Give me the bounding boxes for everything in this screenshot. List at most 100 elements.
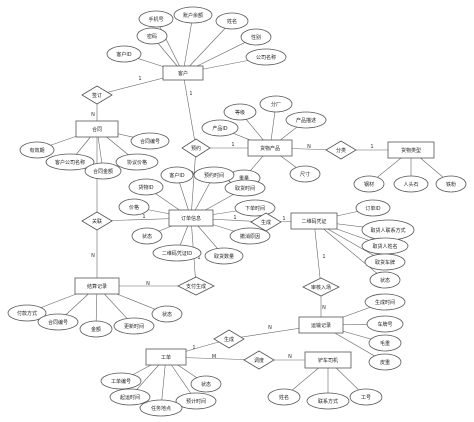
- attribute-ellipse: [173, 6, 213, 24]
- entity-contract: 合同: [75, 120, 119, 138]
- attribute-ellipse: [190, 375, 222, 393]
- attribute-label: 性别: [251, 34, 261, 41]
- entity-label: 工单: [161, 354, 171, 361]
- entity-label: 订单信息: [181, 215, 201, 222]
- attribute-a-price: 价格: [118, 198, 150, 216]
- attribute-a-size: 尺寸: [289, 165, 321, 183]
- attribute-label: 账户余额: [183, 12, 203, 19]
- attribute-ellipse: [364, 253, 406, 271]
- entity-settlement: 结算记录: [74, 277, 120, 295]
- attribute-label: 状态: [142, 233, 152, 240]
- attribute-a-o-custid: 客户ID: [160, 166, 194, 184]
- relationship-label: 调度: [254, 357, 264, 364]
- attribute-label: 产品描述: [296, 117, 316, 124]
- cardinality-c-audit-transport: N: [322, 305, 326, 311]
- relationship-r-link: 关联: [81, 211, 113, 231]
- entity-transport: 运输记录: [298, 316, 344, 334]
- attribute-ellipse: [84, 162, 122, 180]
- attribute-label: 预约时间: [204, 172, 224, 179]
- attribute-label: 密码: [147, 33, 157, 40]
- attribute-ellipse: [289, 165, 321, 183]
- relationship-r-classify: 分类: [325, 140, 357, 160]
- cardinality-c-gen-qr: 1: [282, 216, 285, 222]
- attribute-ellipse: [369, 271, 401, 289]
- attribute-a-pickname: 取货人姓名: [361, 237, 409, 255]
- attribute-label: 车牌号: [377, 321, 392, 328]
- entity-box: [74, 277, 120, 295]
- attribute-edge-a-qr-status: [313, 220, 386, 281]
- attribute-a-amount: 金额: [79, 320, 113, 338]
- attribute-ellipse: [366, 315, 404, 333]
- entity-box: [298, 316, 344, 334]
- entity-box: [247, 139, 293, 157]
- attribute-label: 重量: [239, 175, 249, 182]
- attribute-ellipse: [229, 227, 271, 245]
- attribute-ellipse: [368, 334, 402, 352]
- relationship-diamond: [250, 212, 282, 232]
- attribute-a-company: 公司名称: [245, 48, 287, 66]
- relationship-label: 支付生成: [186, 283, 206, 290]
- attribute-label: 工单编号: [111, 378, 131, 385]
- attribute-label: 状态: [201, 381, 211, 388]
- entity-forklift: 铲车司机: [304, 351, 352, 369]
- relationship-label: 审核入场: [311, 284, 331, 291]
- attribute-label: 尺寸: [300, 171, 310, 178]
- attribute-a-board: 人头石: [393, 175, 429, 193]
- relationship-r-pay: 支付生成: [177, 276, 215, 296]
- attribute-ellipse: [364, 293, 406, 311]
- relationship-label: 分类: [336, 147, 346, 154]
- attribute-ellipse: [285, 111, 327, 129]
- attribute-ellipse: [259, 95, 293, 113]
- attribute-a-driver-contact: 联系方式: [306, 392, 350, 410]
- attribute-label: 状态: [380, 277, 390, 284]
- attribute-a-phone: 手机号: [138, 10, 174, 28]
- attribute-ellipse: [245, 48, 287, 66]
- attribute-ellipse: [118, 198, 150, 216]
- attribute-a-qr-id: 二维码凭证ID: [152, 244, 202, 262]
- attribute-label: 产品ID: [212, 125, 227, 132]
- attribute-a-branch: 分厂: [259, 95, 293, 113]
- cardinality-c-product-classify: N: [307, 144, 311, 150]
- entity-box: [162, 65, 204, 81]
- attribute-label: 状态: [162, 311, 172, 318]
- attribute-a-driver-name: 姓名: [267, 388, 301, 406]
- attribute-a-balance: 账户余额: [173, 6, 213, 24]
- attribute-ellipse: [160, 166, 194, 184]
- entity-label: 货物产品: [260, 145, 280, 152]
- cardinality-c-link-settle: N: [91, 253, 95, 259]
- attribute-ellipse: [37, 313, 79, 331]
- relationship-diamond: [325, 140, 357, 160]
- cardinality-c-dispatch-driver: N: [288, 354, 292, 360]
- attribute-edge-a-name: [182, 20, 233, 74]
- cardinality-c-book-product: 1: [231, 142, 234, 148]
- attribute-label: 取货人姓名: [372, 243, 397, 250]
- relationship-r-sign: 签订: [81, 85, 113, 105]
- entity-order: 订单信息: [168, 209, 214, 227]
- attribute-ellipse: [306, 392, 350, 410]
- relationship-diamond: [181, 138, 211, 158]
- attribute-ellipse: [151, 305, 183, 323]
- attribute-ellipse: [349, 388, 383, 406]
- attribute-a-location: 任务地点: [139, 399, 183, 417]
- attribute-a-name: 姓名: [215, 12, 249, 30]
- attribute-label: 生成时间: [375, 299, 395, 306]
- attribute-ellipse: [45, 153, 95, 171]
- relationship-label: 生成: [261, 219, 271, 226]
- attribute-ellipse: [224, 179, 266, 197]
- relationship-diamond: [243, 350, 275, 370]
- attribute-a-t-gen: 生成时间: [364, 293, 406, 311]
- attribute-label: 订单ID: [365, 205, 380, 212]
- cardinality-c-pay-settle: N: [146, 281, 150, 287]
- entity-box: [290, 212, 338, 230]
- attribute-ellipse: [223, 103, 257, 121]
- attribute-a-t-weight: 毛重: [368, 334, 402, 352]
- attribute-label: 取货时间: [235, 185, 255, 192]
- attribute-a-contract-no: 合同编号: [130, 132, 170, 150]
- entity-label: 运输记录: [311, 322, 331, 329]
- attribute-label: 有效期: [29, 147, 44, 154]
- entity-box: [145, 348, 187, 366]
- attribute-ellipse: [234, 199, 276, 217]
- attribute-label: 客户ID: [116, 51, 131, 58]
- cardinality-c-sign-contract: N: [91, 112, 95, 118]
- attribute-label: 下单时间: [245, 205, 265, 212]
